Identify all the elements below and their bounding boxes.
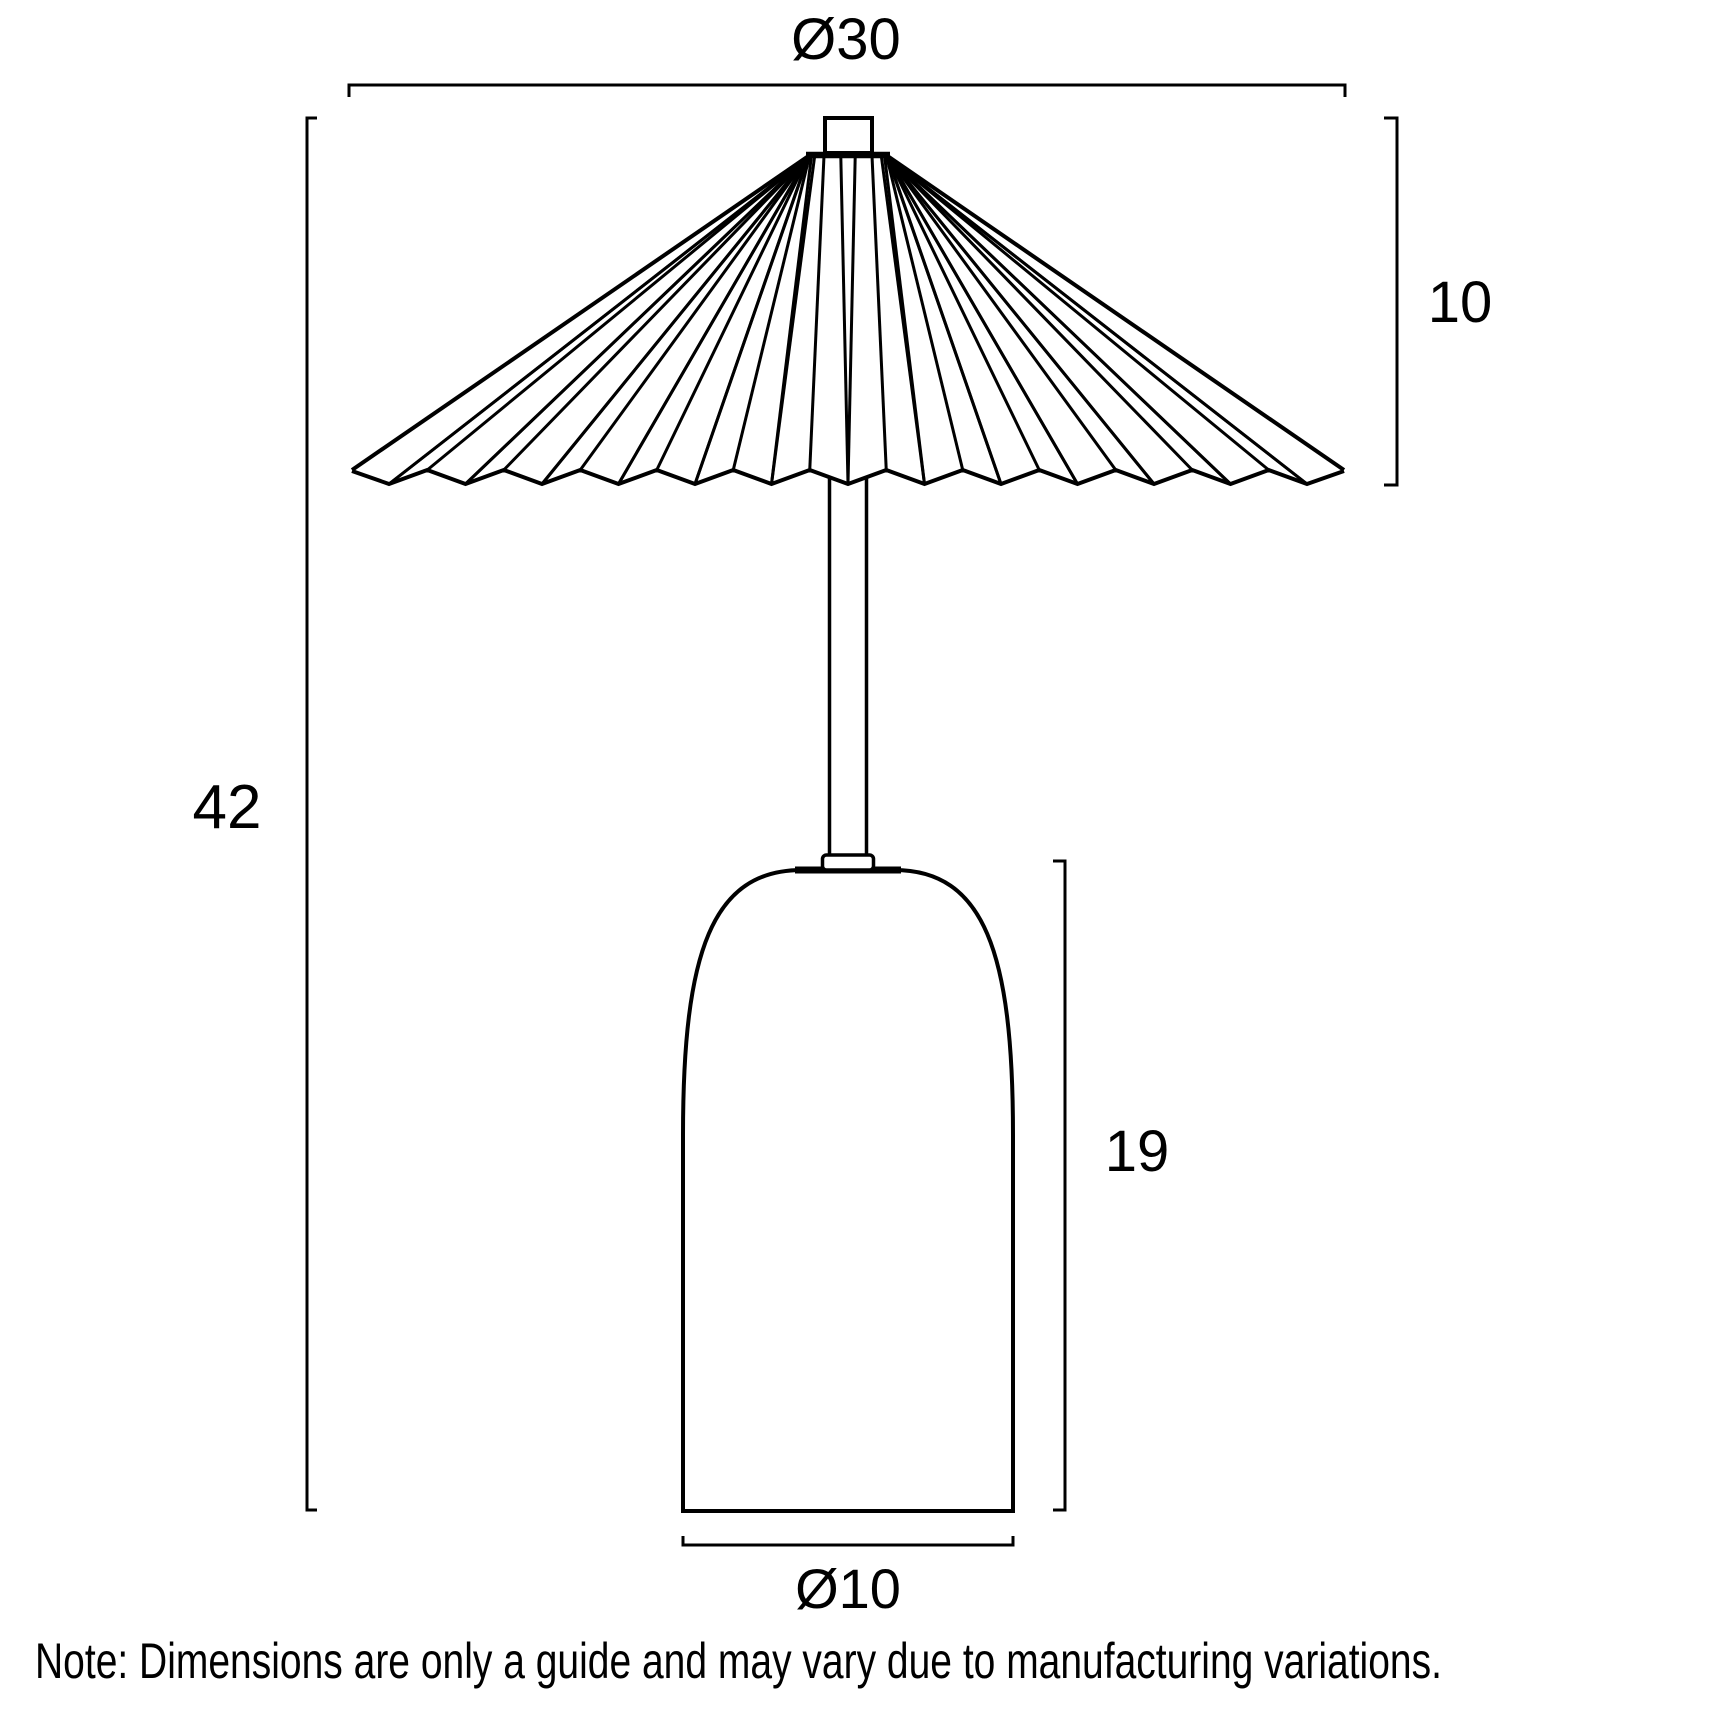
total-height-label: 42 [192,773,262,842]
shade-diameter-label: Ø30 [791,7,901,72]
base-diameter-label: Ø10 [795,1557,901,1620]
lamp-pole [827,478,869,860]
base-height-label: 19 [1104,1119,1170,1184]
dim-line-shade-diameter [347,83,1347,97]
shade-pleat-lines [388,155,1308,486]
disclaimer-note: Note: Dimensions are only a guide and ma… [35,1633,1442,1689]
shade-finial-cap [823,116,874,155]
lamp-base [681,853,1015,1513]
dim-line-total-height [305,116,317,1512]
shade-silhouette-left [350,155,809,472]
shade-height-label: 10 [1427,270,1493,335]
dim-line-shade-height [1384,116,1399,487]
pole-collar [820,853,876,872]
dim-line-base-diameter [681,1536,1015,1547]
shade-zigzag-edge [351,467,1345,487]
shade-silhouette-right [887,155,1346,472]
lamp-shade [350,116,1346,487]
dim-line-base-height [1053,859,1067,1512]
